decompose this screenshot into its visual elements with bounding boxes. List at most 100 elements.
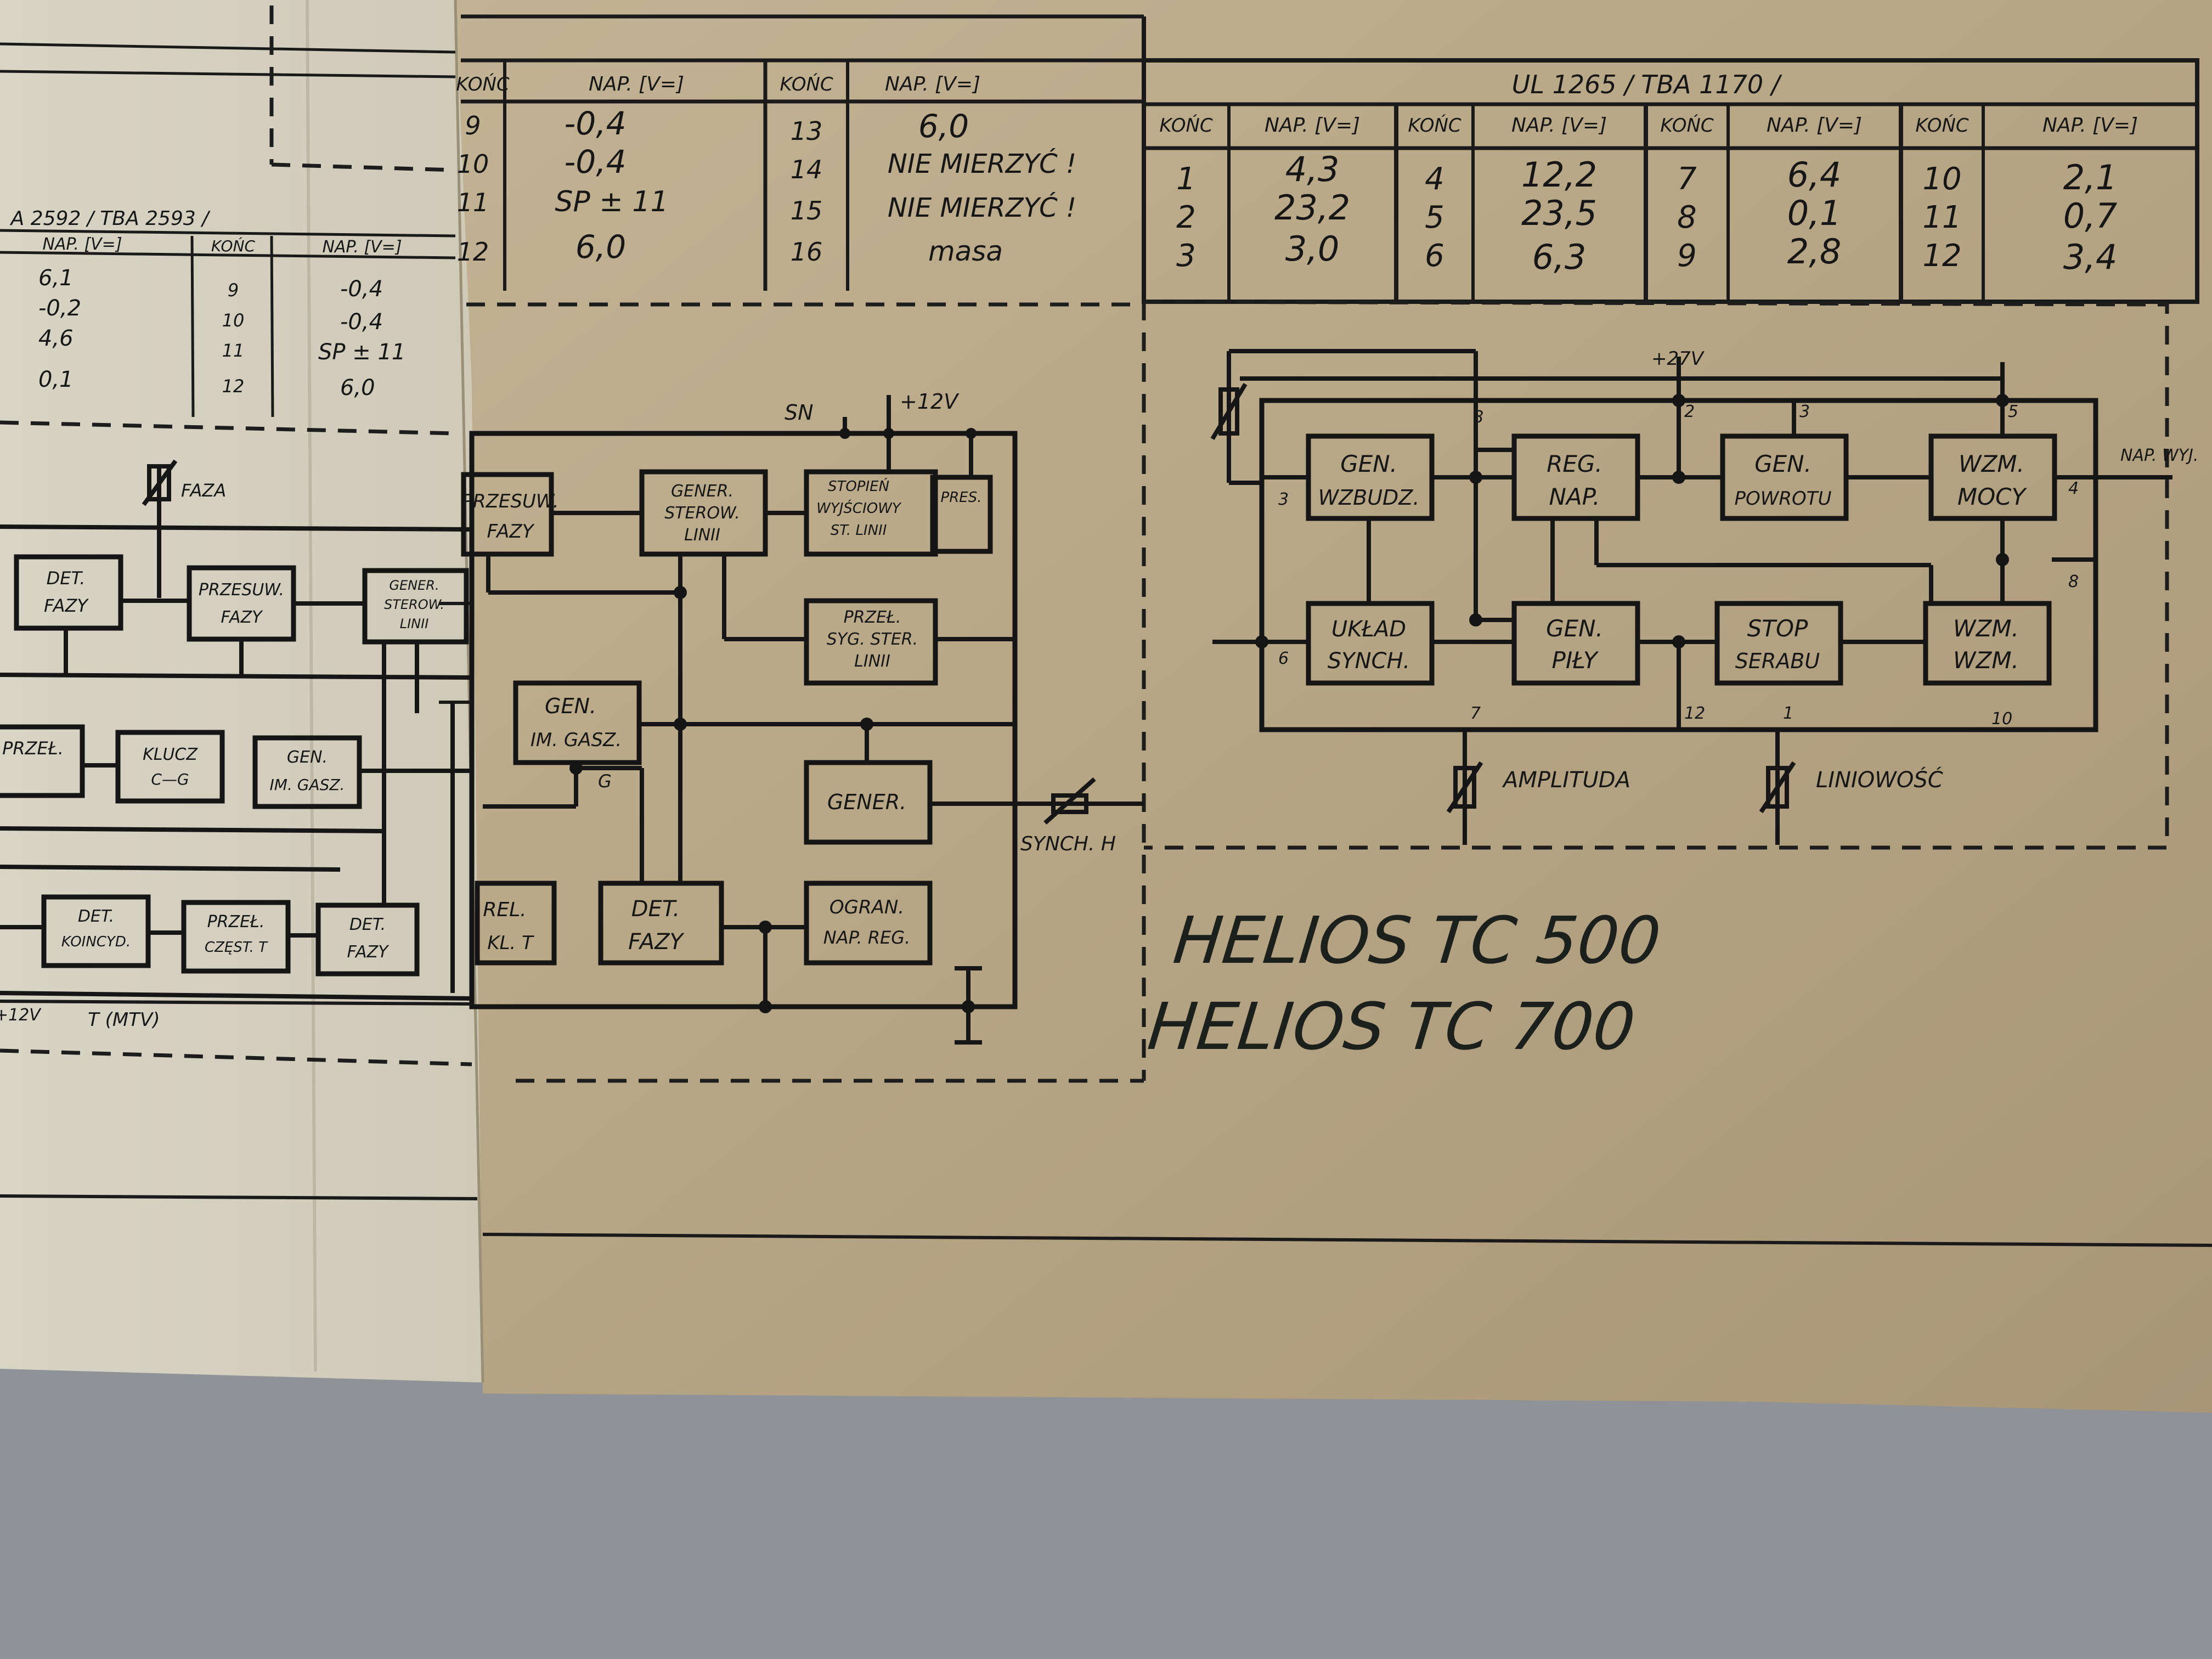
table-cell: 12 (1922, 238, 1961, 274)
block-przel-czest: PRZEŁ. CZĘST. T (181, 900, 291, 974)
block-label: PRZEŁ. (844, 608, 901, 627)
table-cell: NIE MIERZYĆ ! (888, 148, 1076, 179)
g-label: G (598, 771, 612, 792)
block-rel-kl: REL. KL. T (475, 881, 557, 966)
block-przel: PRZEŁ. SYG. STER. LINII (804, 598, 938, 686)
table-cell: 6,0 (575, 228, 626, 266)
block-label: GEN. (1340, 450, 1397, 477)
block-label: DET. (631, 896, 680, 922)
pin-label: 8 (2068, 572, 2079, 591)
table-cell: 3,0 (1285, 229, 1340, 269)
block-label: LINII (684, 526, 720, 545)
mid-diagram-wires (483, 395, 1144, 1045)
output-label: NAP. WYJ. (2120, 446, 2198, 465)
table-cell: 11 (457, 188, 489, 217)
table-cell: 11 (1922, 200, 1961, 235)
block-label: WZM. (1953, 615, 2019, 642)
pin-label: 5 (2008, 402, 2018, 421)
paper-sheet-main (450, 0, 2212, 1413)
block-label: REL. (483, 899, 526, 921)
left-diagram-wires (0, 459, 472, 1001)
table-cell: 16 (791, 237, 823, 267)
block-label: IM. GASZ. (531, 729, 622, 751)
block-label: FAZY (347, 943, 390, 962)
block-stop-serabu: STOP SERABU (1714, 601, 1843, 686)
col-kon: KOŃC (1408, 114, 1462, 137)
pin-label: 12 (1684, 704, 1705, 723)
block-label: STOP (1747, 615, 1808, 642)
block-label: WZM. (1959, 450, 2024, 477)
table-cell: SP ± 11 (318, 340, 405, 365)
title-line-1: HELIOS TC 500 (1170, 902, 1664, 978)
table-cell: 6 (1425, 238, 1444, 274)
pin-label: 4 (2068, 479, 2079, 498)
table-cell: 3,4 (2063, 237, 2118, 277)
block-label: PRZEŁ. (2, 738, 64, 759)
title-line-2: HELIOS TC 700 (1144, 989, 1639, 1064)
block-label: PRES. (941, 489, 982, 506)
table-cell: 10 (222, 310, 245, 331)
table-cell: 9 (1677, 238, 1697, 274)
pin-label: 2 (1684, 402, 1695, 421)
block-label: PIŁY (1552, 647, 1599, 674)
table-cell: 2,1 (2063, 157, 2118, 198)
table-cell: 2 (1176, 200, 1196, 235)
block-przel-left: PRZEŁ. (0, 724, 85, 798)
block-label: FAZY (628, 929, 685, 955)
table-cell: 15 (791, 196, 823, 225)
main-ic-row-3: 3 3,0 6 6,3 9 2,8 12 3,4 (1176, 229, 2117, 277)
pin-label: 3 (1278, 490, 1289, 509)
block-label: SYG. STER. (827, 630, 918, 649)
table-cell: -0,4 (340, 276, 383, 302)
paper-sheet-left (0, 0, 483, 1383)
table-cell: 5 (1425, 200, 1444, 235)
block-label: WZM. (1953, 647, 2019, 674)
table-cell: 6,0 (340, 375, 375, 400)
paper-fold-crease (306, 0, 317, 1372)
block-label: KL. T (487, 932, 534, 954)
col-nap: NAP. [V=] (322, 238, 402, 257)
col-kon: KOŃC (456, 73, 510, 95)
block-label: STEROW. (664, 504, 740, 523)
table-cell: 2,8 (1787, 232, 1842, 272)
table-cell: 8 (1677, 200, 1697, 235)
mid-ic-table: KOŃC NAP. [V=] KOŃC NAP. [V=] 9 -0,4 13 … (456, 14, 1146, 302)
synch-h-label: SYNCH. H (1020, 833, 1116, 855)
table-cell: 12 (222, 376, 245, 397)
col-kon: KOŃC (1159, 114, 1213, 137)
table-cell: 0,1 (38, 367, 74, 392)
table-cell: 6,1 (38, 266, 74, 291)
table-cell: 4 (1425, 161, 1444, 197)
block-label: GENER. (389, 578, 439, 593)
col-nap: NAP. [V=] (1767, 114, 1862, 137)
table-cell: 12,2 (1521, 155, 1597, 195)
block-ogran: OGRAN. NAP. REG. (804, 881, 933, 966)
block-label: DET. (78, 907, 114, 926)
right-diagram-border (1143, 300, 2169, 850)
block-wzm-predwzm: WZM. WZM. (1923, 601, 2052, 686)
pin-label: 7 (1470, 704, 1481, 723)
block-wzm-mocy: WZM. MOCY (1928, 433, 2057, 521)
block-label: STEROW. (384, 597, 444, 612)
table-cell: 4,6 (38, 326, 74, 351)
col-nap: NAP. [V=] (885, 73, 980, 95)
block-label: FAZY (487, 521, 535, 543)
col-kon: KOŃC (780, 73, 833, 95)
block-label: DET. (349, 915, 386, 934)
block-label: CZĘST. T (205, 939, 268, 956)
col-kon: KOŃC (211, 236, 256, 255)
block-label: C—G (151, 770, 189, 788)
pin-label: 6 (1278, 649, 1289, 668)
supply-label: +27V (1651, 348, 1705, 370)
table-surface-lower (0, 1361, 2212, 1659)
block-label: FAZY (221, 608, 264, 627)
block-label: PRZESUW. (199, 580, 284, 600)
block-label: KLUCZ (143, 745, 198, 764)
block-label: DET. (47, 568, 86, 589)
block-label: GENER. (827, 790, 906, 814)
block-label: STOPIEŃ (828, 477, 889, 495)
table-cell: 10 (1922, 161, 1961, 197)
main-ic-row-2: 2 23,2 5 23,5 8 0,1 11 0,7 (1176, 188, 2117, 236)
block-det-fazy: DET. FAZY (598, 881, 724, 966)
table-cell: 6,0 (918, 108, 969, 145)
